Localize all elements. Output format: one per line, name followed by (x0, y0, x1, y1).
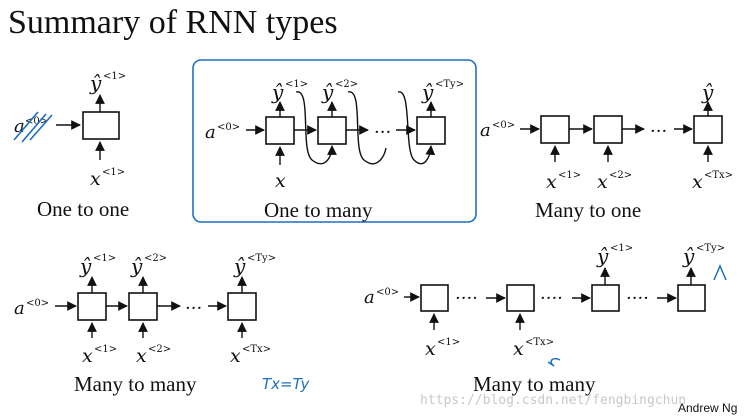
ellipsis: ···· (626, 288, 649, 309)
output-superscript-2: <2> (144, 253, 167, 264)
panel-caption: Many to many (74, 372, 197, 396)
encoder-cell-2 (506, 284, 535, 312)
handwritten-caret (713, 264, 727, 281)
initial-state-superscript: <0> (217, 122, 240, 133)
input-superscript-1: <1> (94, 344, 117, 355)
output-superscript-1: <1> (93, 253, 116, 264)
input-superscript-3: <Tx> (704, 170, 733, 181)
output-label-3: ŷ (421, 80, 434, 104)
initial-state-label: a (364, 287, 375, 308)
feedback-curve (397, 91, 436, 165)
initial-state-superscript: <0> (25, 116, 48, 127)
panel-many-to-many-same-length: a <0> ··· ŷ <1> ŷ <2> ŷ <Ty> x <1> x <2>… (14, 253, 310, 396)
output-label-1: ŷ (271, 80, 284, 104)
input-superscript-2: <2> (148, 344, 171, 355)
initial-state-label: a (14, 116, 25, 137)
rnn-cell-1 (540, 115, 570, 144)
panel-many-to-many-different-length: a <0> ···· ···· ···· ŷ <1> ŷ <Ty> x <1> … (364, 243, 727, 396)
panel-one-to-one: ŷ <1> a <0> x <1> One to one (13, 71, 129, 221)
input-label-3: x (692, 171, 703, 193)
panel-caption: One to many (264, 198, 373, 222)
output-label-1: ŷ (79, 254, 92, 278)
decoder-cell-2 (677, 284, 706, 312)
slide-title: Summary of RNN types (8, 4, 338, 41)
output-label-1: ŷ (596, 244, 609, 268)
input-label-2: x (513, 338, 524, 360)
author-credit: Andrew Ng (678, 401, 737, 415)
output-label-2: ŷ (321, 80, 334, 104)
output-superscript-3: <Ty> (247, 253, 276, 264)
handwritten-arrow (547, 357, 561, 367)
input-label: x (90, 168, 101, 190)
rnn-cell-3 (693, 115, 723, 144)
ellipsis: ···· (540, 288, 563, 309)
output-label-3: ŷ (233, 254, 246, 278)
rnn-cell-2 (317, 116, 347, 145)
encoder-cell-1 (420, 284, 449, 312)
ellipsis: ···· (455, 288, 478, 309)
input-label-2: x (597, 171, 608, 193)
output-superscript-1: <1> (610, 243, 633, 254)
initial-state-superscript: <0> (26, 298, 49, 309)
rnn-cell-3 (227, 292, 257, 321)
initial-state-label: a (480, 120, 491, 141)
input-superscript-1: <1> (558, 170, 581, 181)
rnn-cell-3 (416, 116, 446, 145)
output-superscript-3: <Ty> (435, 79, 464, 90)
panel-caption: One to one (37, 197, 129, 221)
input-label: x (275, 170, 286, 192)
feedback-curve (347, 91, 387, 165)
output-label-2: ŷ (682, 244, 695, 268)
panel-caption: Many to many (473, 372, 596, 396)
input-superscript-2: <Tx> (525, 337, 554, 348)
panel-many-to-one: a <0> ··· ŷ x <1> x <2> x <Tx> Many to o… (480, 80, 733, 222)
rnn-cell-2 (593, 115, 623, 144)
panel-one-to-many: a <0> ··· ŷ <1> ŷ <2> ŷ <Ty> x One to ma… (192, 59, 477, 223)
input-label-2: x (136, 345, 147, 367)
feedback-curve (295, 91, 337, 165)
input-superscript: <1> (102, 167, 125, 178)
rnn-cell-1 (265, 116, 295, 145)
rnn-cell-1 (77, 292, 107, 321)
output-label-2: ŷ (130, 254, 143, 278)
scribble-mark (13, 111, 53, 143)
panel-caption: Many to one (535, 198, 641, 222)
input-label-1: x (546, 171, 557, 193)
output-label: ŷ (89, 71, 102, 95)
output-superscript-1: <1> (285, 79, 308, 90)
decoder-cell-1 (591, 284, 620, 312)
output-label: ŷ (701, 80, 714, 104)
output-superscript-2: <Ty> (696, 243, 725, 254)
initial-state-label: a (205, 122, 216, 143)
rnn-cell (82, 111, 120, 140)
input-superscript-2: <2> (609, 170, 632, 181)
input-label-1: x (82, 345, 93, 367)
handwritten-note: Tx=Ty (262, 375, 310, 393)
input-superscript-1: <1> (437, 337, 460, 348)
ellipsis: ··· (374, 122, 391, 143)
input-superscript-3: <Tx> (242, 344, 271, 355)
rnn-cell-2 (128, 292, 158, 321)
input-label-3: x (230, 345, 241, 367)
initial-state-superscript: <0> (376, 287, 399, 298)
ellipsis: ··· (650, 121, 667, 142)
output-superscript: <1> (103, 71, 126, 82)
output-superscript-2: <2> (335, 79, 358, 90)
highlight-frame (192, 59, 477, 223)
input-label-1: x (425, 338, 436, 360)
initial-state-superscript: <0> (492, 120, 515, 131)
ellipsis: ··· (185, 298, 202, 319)
watermark-url: https://blog.csdn.net/fengbingchun (420, 393, 686, 408)
initial-state-label: a (14, 298, 25, 319)
